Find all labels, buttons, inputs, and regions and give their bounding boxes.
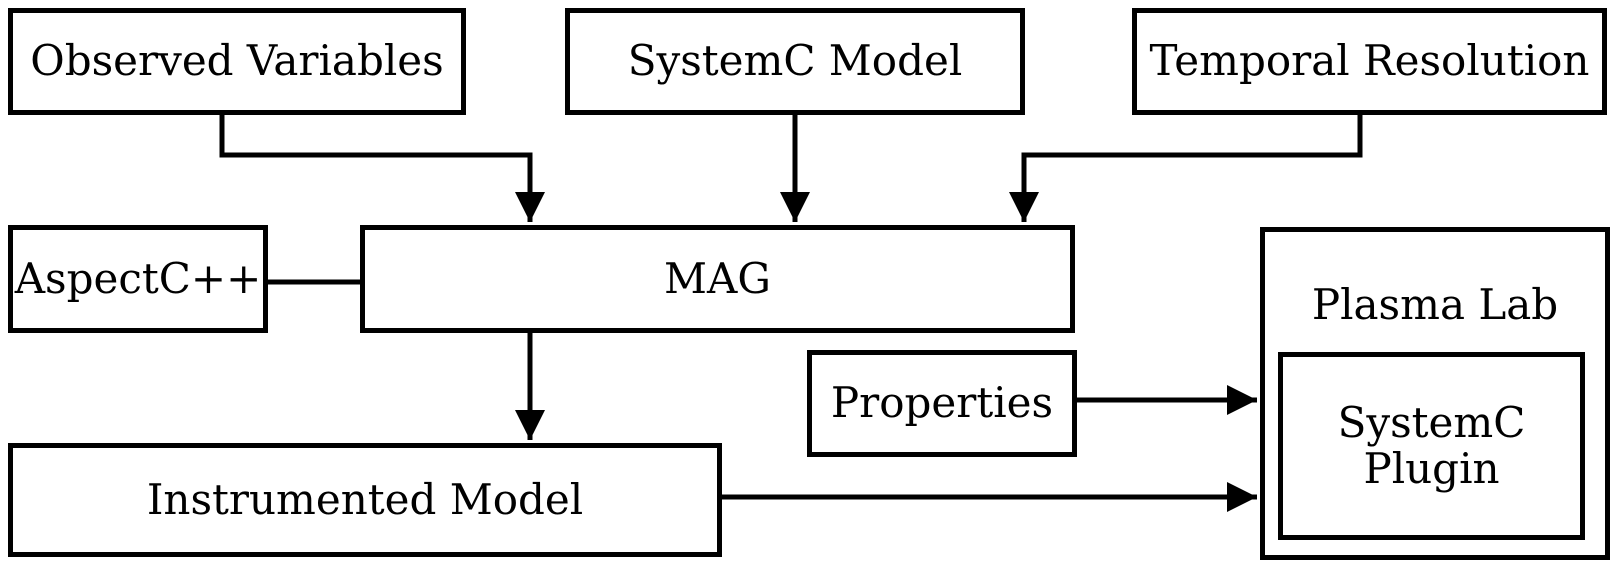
node-observed-variables-label: Observed Variables bbox=[30, 36, 444, 86]
node-mag-label: MAG bbox=[664, 253, 771, 303]
node-plasma-lab: Plasma Lab SystemC Plugin bbox=[1260, 227, 1610, 560]
node-instrumented-model-label: Instrumented Model bbox=[146, 474, 584, 524]
node-systemc-model: SystemC Model bbox=[565, 8, 1025, 115]
node-properties: Properties bbox=[807, 350, 1077, 457]
node-temporal-resolution-label: Temporal Resolution bbox=[1149, 36, 1590, 86]
edge-temporal-resolution-to-mag bbox=[1009, 115, 1363, 222]
node-aspectc: AspectC++ bbox=[8, 225, 268, 333]
node-instrumented-model: Instrumented Model bbox=[8, 443, 722, 557]
node-systemc-plugin: SystemC Plugin bbox=[1278, 352, 1585, 540]
node-systemc-model-label: SystemC Model bbox=[627, 36, 963, 86]
node-properties-label: Properties bbox=[830, 378, 1054, 428]
node-plasma-lab-label: Plasma Lab bbox=[1311, 280, 1559, 329]
node-temporal-resolution: Temporal Resolution bbox=[1132, 8, 1607, 115]
node-aspectc-label: AspectC++ bbox=[14, 253, 262, 303]
edge-observed-variables-to-mag bbox=[219, 115, 545, 222]
node-mag: MAG bbox=[360, 225, 1075, 333]
node-systemc-plugin-label: SystemC Plugin bbox=[1337, 397, 1526, 493]
node-observed-variables: Observed Variables bbox=[8, 8, 466, 115]
